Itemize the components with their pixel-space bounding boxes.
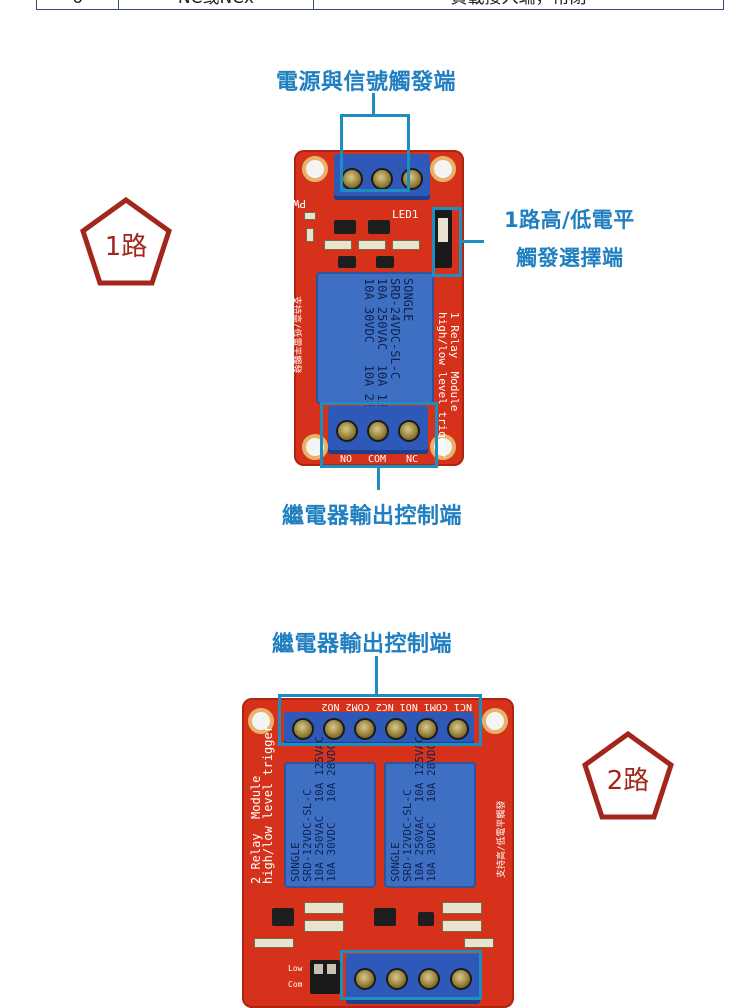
smd-resistor bbox=[464, 938, 494, 948]
callout-line bbox=[377, 468, 380, 490]
smd-resistor bbox=[324, 240, 352, 250]
pentagon-icon bbox=[582, 730, 674, 820]
power-trigger-label: 電源與信號觸發端 bbox=[276, 70, 457, 95]
smd-resistor bbox=[254, 938, 294, 948]
channel-badge-2: 2路 bbox=[580, 730, 676, 822]
silk-trigger-cn: 支持高/低電平觸發 bbox=[497, 800, 507, 878]
screw-terminal bbox=[401, 168, 423, 190]
silk-trigger-cn: 支持高/低電平觸發 bbox=[291, 296, 301, 374]
screw-terminal bbox=[323, 718, 345, 740]
mount-hole bbox=[302, 156, 328, 182]
relay-2: SONGLE SRD-12VDC-SL-C 10A 250VAC 10A 125… bbox=[384, 736, 476, 888]
jumper-label-line2: 觸發選擇端 bbox=[516, 246, 624, 270]
screw-terminal bbox=[386, 968, 408, 990]
silk-com: COM bbox=[368, 454, 387, 465]
table-cell-index: 6 bbox=[37, 0, 119, 9]
relay-marking: SONGLE SRD-12VDC-SL-C 10A 250VAC 10A 125… bbox=[389, 736, 438, 882]
mount-hole bbox=[430, 156, 456, 182]
mount-hole bbox=[302, 434, 328, 460]
output-control-label-2: 繼電器輸出控制端 bbox=[272, 632, 453, 657]
silk-com: Com bbox=[288, 980, 303, 989]
screw-terminal bbox=[367, 420, 389, 442]
jumper-cap bbox=[438, 218, 448, 242]
screw-terminal bbox=[354, 968, 376, 990]
output-terminal-highlight bbox=[320, 402, 438, 468]
smd-resistor bbox=[442, 902, 482, 914]
screw-terminal bbox=[354, 718, 376, 740]
power-terminal-highlight bbox=[340, 114, 410, 192]
badge-text: 1路 bbox=[104, 232, 148, 262]
smd-resistor bbox=[442, 920, 482, 932]
screw-terminal bbox=[398, 420, 420, 442]
jumper-highlight bbox=[432, 207, 462, 277]
callout-line bbox=[375, 656, 378, 696]
screw-terminal bbox=[336, 420, 358, 442]
screw-terminal bbox=[292, 718, 314, 740]
callout-line bbox=[462, 240, 484, 243]
jumper-pin bbox=[327, 964, 336, 974]
callout-line bbox=[372, 93, 375, 115]
silk-low: Low bbox=[288, 964, 303, 973]
smd-resistor bbox=[304, 920, 344, 932]
smd-resistor bbox=[358, 240, 386, 250]
diode bbox=[376, 256, 394, 268]
silk-module-name: 1 Relay Module high/low level trigger bbox=[436, 312, 461, 458]
screw-terminal bbox=[418, 968, 440, 990]
smd-resistor bbox=[306, 228, 314, 242]
optocoupler bbox=[374, 908, 396, 926]
spec-table-row: 6 NC或NCx 負載接入端，常閉 bbox=[36, 0, 724, 10]
smd-resistor bbox=[392, 240, 420, 250]
relay-1: SONGLE SRD-24VDC-SL-C 10A 250VAC 10A 125… bbox=[316, 272, 434, 437]
silk-module-name: 2 Relay Module high/low level trigger bbox=[249, 725, 275, 884]
silk-no: NO bbox=[340, 454, 353, 465]
optocoupler bbox=[368, 220, 390, 234]
output-terminal-highlight bbox=[278, 694, 482, 746]
badge-text: 2路 bbox=[606, 766, 650, 796]
silk-nc: NC bbox=[406, 454, 419, 465]
jumper-label-line1: 1路高/低電平 bbox=[504, 208, 635, 232]
mount-hole bbox=[482, 708, 508, 734]
jumper-header bbox=[434, 210, 452, 268]
relay-marking: SONGLE SRD-12VDC-SL-C 10A 250VAC 10A 125… bbox=[289, 736, 338, 882]
output-control-label: 繼電器輸出控制端 bbox=[282, 504, 463, 529]
transistor bbox=[334, 220, 356, 234]
channel-badge-1: 1路 bbox=[78, 196, 174, 288]
jumper-pin bbox=[314, 964, 323, 974]
screw-terminal bbox=[416, 718, 438, 740]
jumper-header bbox=[310, 960, 340, 994]
output-terminal-block bbox=[328, 406, 428, 454]
screw-terminal bbox=[447, 718, 469, 740]
mount-hole bbox=[430, 434, 456, 460]
transistor bbox=[418, 912, 434, 926]
optocoupler bbox=[272, 908, 294, 926]
screw-terminal bbox=[385, 718, 407, 740]
smd-resistor bbox=[304, 902, 344, 914]
table-cell-description: 負載接入端，常閉 bbox=[314, 0, 723, 9]
pentagon-icon bbox=[80, 196, 172, 286]
output-terminal-block bbox=[284, 712, 474, 746]
relay-1: SONGLE SRD-12VDC-SL-C 10A 250VAC 10A 125… bbox=[284, 736, 376, 888]
diode bbox=[338, 256, 356, 268]
silk-pwr: PWR bbox=[286, 197, 306, 210]
table-cell-terminal: NC或NCx bbox=[119, 0, 314, 9]
silk-led: LED1 bbox=[392, 208, 419, 221]
mount-hole bbox=[248, 708, 274, 734]
smd-led bbox=[304, 212, 316, 220]
screw-terminal bbox=[450, 968, 472, 990]
relay-board-2ch: NC1 COM1 NO1 NC2 COM2 NO2 SONGLE SRD-12V… bbox=[242, 698, 514, 1008]
